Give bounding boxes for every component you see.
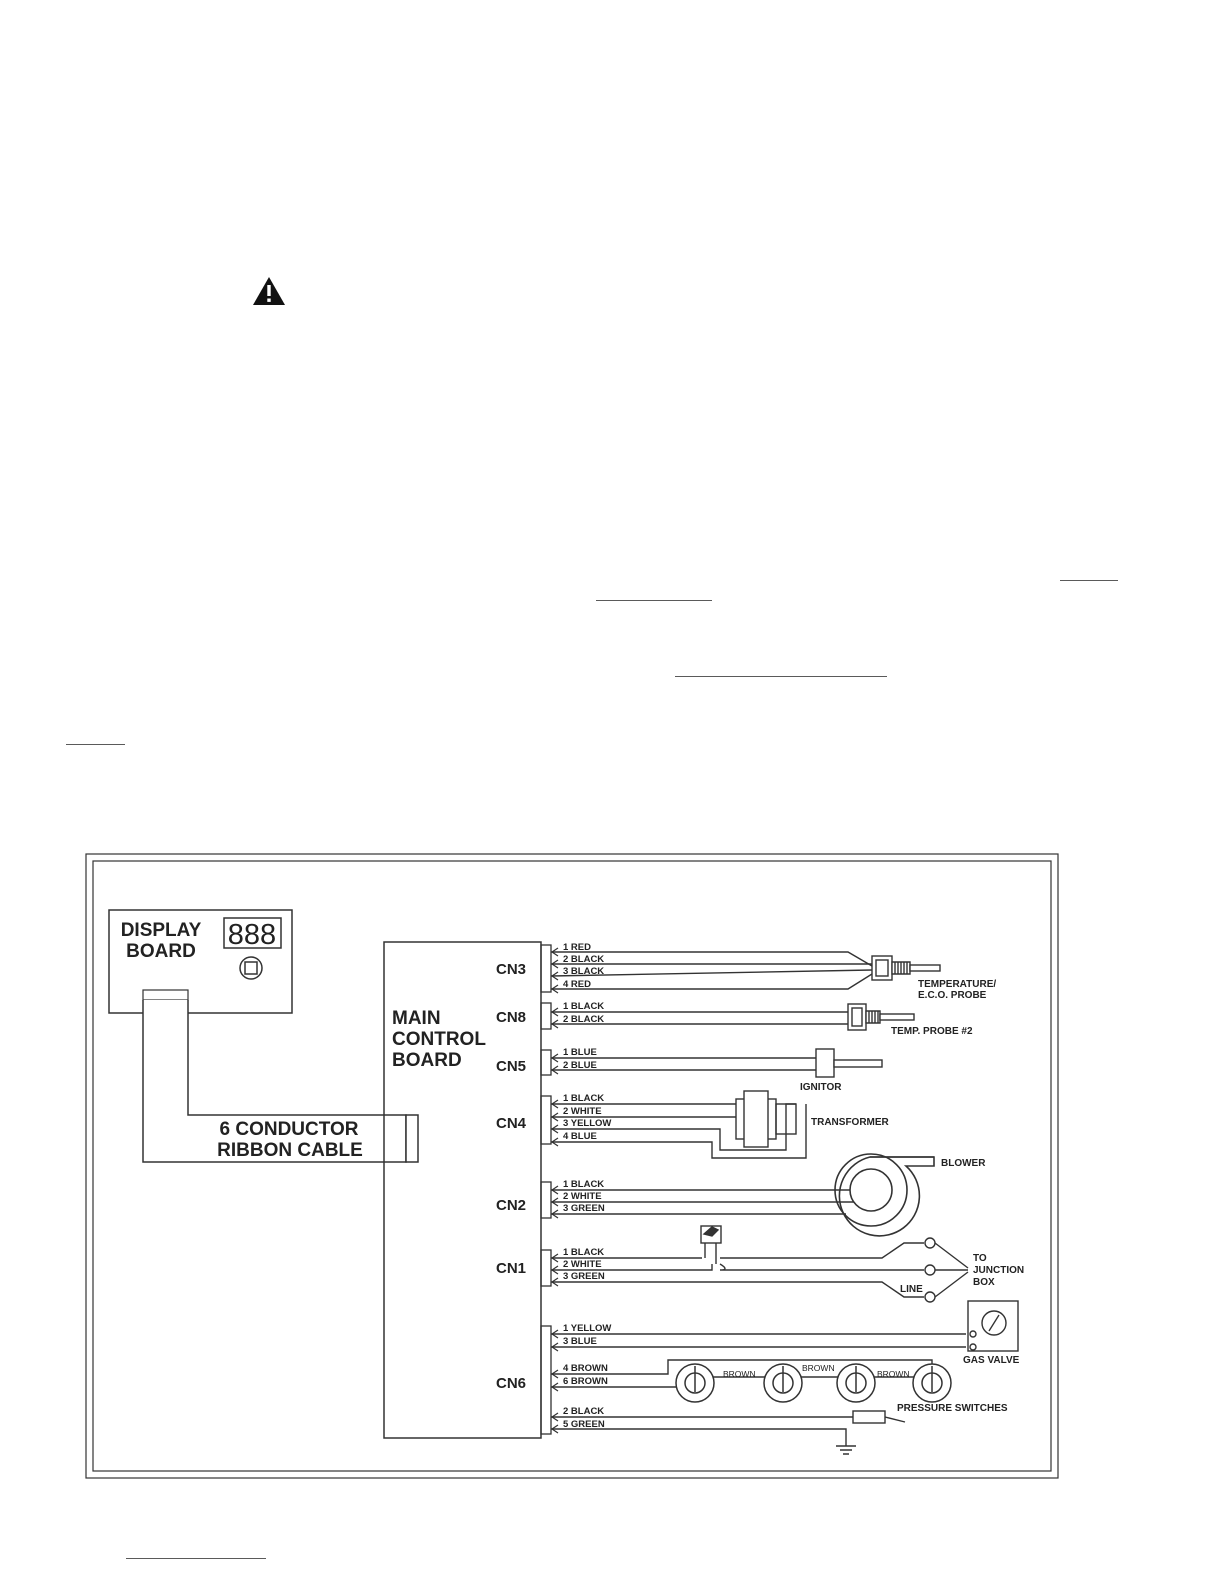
- cn3-wire-2: 2 BLACK: [563, 954, 604, 965]
- display-board: DISPLAY BOARD 888: [108, 909, 293, 1014]
- ignitor-icon: [815, 1048, 883, 1078]
- cn1-wire-3: 3 GREEN: [563, 1271, 605, 1282]
- cn1-wire-1: 1 BLACK: [563, 1247, 604, 1258]
- ribbon-cable: 6 CONDUCTOR RIBBON CABLE: [142, 1000, 419, 1163]
- ribbon-cable-label-2: RIBBON CABLE: [217, 1140, 363, 1161]
- cn1-housing: [540, 1249, 552, 1287]
- temperature-probe-label-2: E.C.O. PROBE: [918, 990, 987, 1001]
- cn3-wire-3: 3 BLACK: [563, 966, 604, 977]
- cn4-wire-4: 4 BLUE: [563, 1131, 597, 1142]
- power-switch-icon: [700, 1225, 722, 1264]
- transformer-icon: [735, 1090, 797, 1148]
- connector-cn3: CN3: [496, 961, 526, 978]
- brown-label-1: BROWN: [723, 1369, 756, 1379]
- cn4-wire-3: 3 YELLOW: [563, 1118, 611, 1129]
- display-button-icon: [239, 956, 263, 980]
- cn8-housing: [540, 1002, 552, 1030]
- junction-label-2: JUNCTION: [973, 1265, 1024, 1276]
- ribbon-cable-label-1: 6 CONDUCTOR: [220, 1119, 359, 1140]
- display-board-label-1: DISPLAY: [121, 920, 202, 941]
- junction-terminals: [924, 1237, 969, 1303]
- cn3-wire-1: 1 RED: [563, 942, 591, 953]
- connector-cn4: CN4: [496, 1115, 527, 1132]
- cn5-wire-2: 2 BLUE: [563, 1060, 597, 1071]
- cn2-wire-1: 1 BLACK: [563, 1179, 604, 1190]
- cn1-wire-2: 2 WHITE: [563, 1259, 602, 1270]
- connector-cn2: CN2: [496, 1197, 526, 1214]
- cn6-wire-2: 2 BLACK: [563, 1406, 604, 1417]
- underline-5: [126, 1558, 266, 1559]
- gas-valve-label: GAS VALVE: [963, 1355, 1020, 1366]
- ground-icon: [836, 1445, 856, 1455]
- main-board-label-3: BOARD: [392, 1050, 462, 1071]
- brown-label-3: BROWN: [877, 1369, 910, 1379]
- cn4-wire-2: 2 WHITE: [563, 1106, 602, 1117]
- connector-cn6: CN6: [496, 1375, 526, 1392]
- cn4-wire-1: 1 BLACK: [563, 1093, 604, 1104]
- connector-cn5: CN5: [496, 1058, 526, 1075]
- diagram-inner-frame: [92, 860, 1052, 1472]
- brown-label-2: BROWN: [802, 1363, 835, 1373]
- diagram-outer-frame: [85, 853, 1059, 1479]
- cn2-wire-2: 2 WHITE: [563, 1191, 602, 1202]
- blower-icon: [834, 1153, 935, 1237]
- cn6-wire-1: 1 YELLOW: [563, 1323, 611, 1334]
- cn2-wire-3: 3 GREEN: [563, 1203, 605, 1214]
- cn3-housing: [540, 944, 552, 993]
- resistor-icon: [852, 1410, 886, 1424]
- display-board-label-2: BOARD: [126, 941, 196, 962]
- transformer-label: TRANSFORMER: [811, 1117, 890, 1128]
- temperature-probe-icon: [871, 955, 941, 981]
- cn6-wire-4: 4 BROWN: [563, 1363, 608, 1374]
- seven-segment-readout: 888: [228, 919, 276, 951]
- temp-probe-2-label: TEMP. PROBE #2: [891, 1026, 973, 1037]
- cn6-wire-6: 6 BROWN: [563, 1376, 608, 1387]
- main-board-label-2: CONTROL: [392, 1029, 486, 1050]
- cn8-wire-1: 1 BLACK: [563, 1001, 604, 1012]
- main-board-label-1: MAIN: [392, 1008, 441, 1029]
- main-control-board: MAIN CONTROL BOARD: [383, 941, 542, 1439]
- cn8-wire-2: 2 BLACK: [563, 1014, 604, 1025]
- underline-3: [675, 676, 887, 677]
- cn2-housing: [540, 1181, 552, 1219]
- temp-probe-2-icon: [847, 1003, 915, 1031]
- pressure-switches-icon: [675, 1363, 952, 1403]
- connector-cn1: CN1: [496, 1260, 526, 1277]
- cn4-housing: [540, 1095, 552, 1145]
- connector-cn8: CN8: [496, 1009, 526, 1026]
- cn5-wire-1: 1 BLUE: [563, 1047, 597, 1058]
- underline-1: [1060, 580, 1118, 581]
- underline-4: [66, 744, 125, 745]
- junction-label-3: BOX: [973, 1277, 995, 1288]
- pressure-switches-label: PRESSURE SWITCHES: [897, 1403, 1008, 1414]
- warning-icon: [253, 277, 285, 305]
- temperature-probe-label-1: TEMPERATURE/: [918, 979, 996, 990]
- cn6-wire-5: 5 GREEN: [563, 1419, 605, 1430]
- line-label: LINE: [900, 1284, 923, 1295]
- junction-label-1: TO: [973, 1253, 987, 1264]
- cn3-wire-4: 4 RED: [563, 979, 591, 990]
- gas-valve-icon: [967, 1300, 1019, 1352]
- underline-2: [596, 600, 712, 601]
- cn6-housing: [540, 1325, 552, 1435]
- cn5-housing: [540, 1049, 552, 1076]
- cn6-wire-3: 3 BLUE: [563, 1336, 597, 1347]
- blower-label: BLOWER: [941, 1158, 986, 1169]
- ignitor-label: IGNITOR: [800, 1082, 842, 1093]
